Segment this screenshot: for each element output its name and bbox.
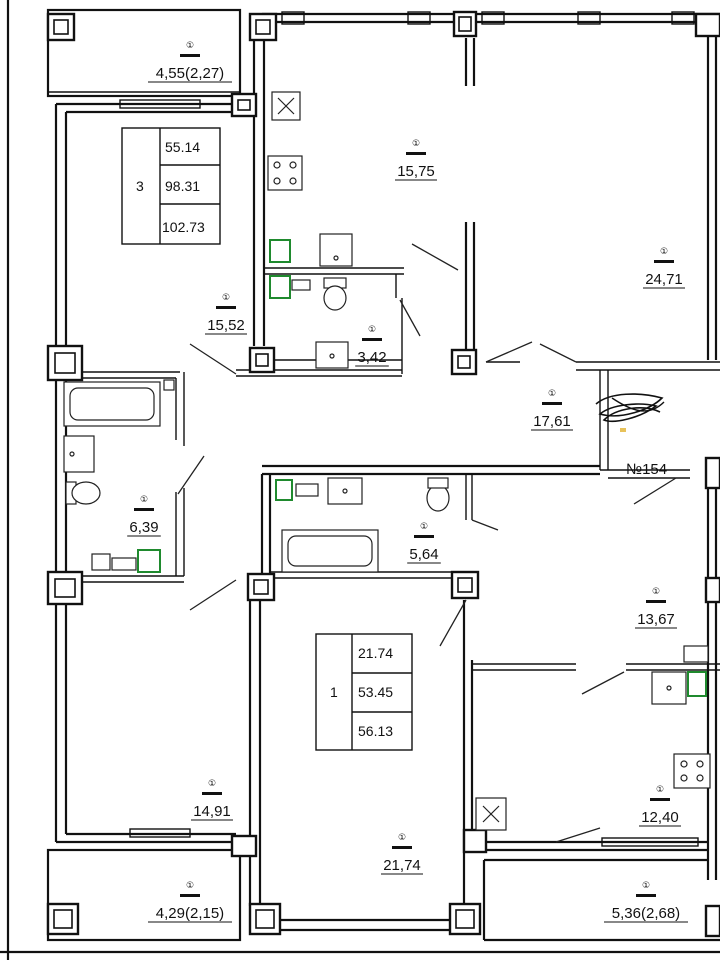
table-area-with-balcony: 102.73 bbox=[162, 219, 205, 235]
room-marker: ① bbox=[398, 832, 406, 842]
room-caption-mark bbox=[362, 338, 382, 341]
room-marker: ① bbox=[368, 324, 376, 334]
bath-center-fixtures bbox=[275, 477, 450, 573]
room-label-balcony-bottom-right: ① 5,36(2,68) bbox=[604, 880, 688, 923]
room-marker: ① bbox=[420, 521, 428, 531]
area-table-1-room: 1 21.74 53.45 56.13 bbox=[315, 633, 413, 751]
room-label-room-bottom-center: ① 21,74 bbox=[381, 832, 423, 875]
stove-icon bbox=[267, 155, 303, 191]
balcony-bottom-left bbox=[46, 848, 242, 942]
room-marker: ① bbox=[222, 292, 230, 302]
room-caption-mark bbox=[542, 402, 562, 405]
room-area: 4,29(2,15) bbox=[156, 905, 224, 922]
boiler-green-icon bbox=[269, 239, 311, 299]
bottom-exterior-wall bbox=[0, 918, 720, 954]
balcony-bottom-right bbox=[482, 858, 720, 942]
room-area: 21,74 bbox=[383, 857, 421, 874]
room-label-hall-right: ① 13,67 bbox=[635, 586, 677, 629]
columns bbox=[46, 10, 720, 938]
room-area: 13,67 bbox=[637, 611, 675, 628]
room-label-bedroom-bottom-left: ① 14,91 bbox=[191, 778, 233, 821]
room-caption-mark bbox=[202, 792, 222, 795]
room-marker: ① bbox=[642, 880, 650, 890]
room-marker: ① bbox=[652, 586, 660, 596]
room-label-living-right: ① 24,71 bbox=[643, 246, 685, 289]
room-area: 5,36(2,68) bbox=[612, 905, 680, 922]
room-caption-mark bbox=[650, 798, 670, 801]
room-area: 17,61 bbox=[533, 413, 571, 430]
table-living-area: 21.74 bbox=[358, 645, 393, 661]
room-label-balcony-top-left: ① 4,55(2,27) bbox=[148, 40, 232, 83]
area-table-3-room: 3 55.14 98.31 102.73 bbox=[121, 127, 221, 245]
apartment-number: №154 bbox=[626, 461, 667, 478]
room-caption-mark bbox=[216, 306, 236, 309]
room-area: 5,64 bbox=[409, 546, 438, 563]
interior-walls bbox=[78, 30, 720, 906]
room-area: 4,55(2,27) bbox=[156, 65, 224, 82]
room-marker: ① bbox=[186, 40, 194, 50]
room-caption-mark bbox=[646, 600, 666, 603]
wc-sink-icon bbox=[315, 341, 349, 369]
room-label-wc-top: ① 3,42 bbox=[355, 324, 389, 367]
washer-left-icon bbox=[91, 549, 161, 573]
toilet-icon bbox=[323, 277, 347, 311]
room-label-bath-left: ① 6,39 bbox=[127, 494, 161, 537]
room-marker: ① bbox=[548, 388, 556, 398]
room-caption-mark bbox=[134, 508, 154, 511]
room-label-hall-center: ① 17,61 bbox=[531, 388, 573, 431]
ventilation-shaft-x-bottom bbox=[475, 797, 507, 831]
yellow-speck bbox=[620, 428, 626, 432]
room-area: 3,42 bbox=[357, 349, 386, 366]
room-label-balcony-bottom-left: ① 4,29(2,15) bbox=[148, 880, 232, 923]
table-rooms-count: 1 bbox=[330, 684, 338, 700]
table-area-with-balcony: 56.13 bbox=[358, 723, 393, 739]
room-labels: ① 4,55(2,27) ① 15,75 ① 24,71 ① 15,52 ① 3,42 ① 17,61… bbox=[127, 40, 688, 923]
room-caption-mark bbox=[654, 260, 674, 263]
room-area: 12,40 bbox=[641, 809, 679, 826]
room-caption-mark bbox=[180, 54, 200, 57]
sink-left-icon bbox=[63, 435, 95, 473]
table-living-area: 55.14 bbox=[165, 139, 200, 155]
ventilation-shaft-x-top bbox=[271, 91, 301, 121]
room-caption-mark bbox=[636, 894, 656, 897]
room-label-bath-center: ① 5,64 bbox=[407, 521, 441, 564]
room-label-kitchen-right: ① 12,40 bbox=[639, 784, 681, 827]
room-marker: ① bbox=[186, 880, 194, 890]
top-exterior-wall bbox=[262, 11, 720, 25]
room-marker: ① bbox=[208, 778, 216, 788]
scribble-mark-icon bbox=[595, 393, 665, 422]
room-caption-mark bbox=[392, 846, 412, 849]
room-label-kitchen-top: ① 15,75 bbox=[395, 138, 437, 181]
balcony-top-left bbox=[46, 8, 242, 98]
room-label-bedroom-left: ① 15,52 bbox=[205, 292, 247, 335]
left-apartment-walls bbox=[54, 99, 240, 844]
room-area: 6,39 bbox=[129, 519, 158, 536]
room-caption-mark bbox=[414, 535, 434, 538]
room-marker: ① bbox=[140, 494, 148, 504]
room-marker: ① bbox=[656, 784, 664, 794]
sink-icon bbox=[319, 233, 353, 267]
room-marker: ① bbox=[412, 138, 420, 148]
toilet-left-icon bbox=[65, 481, 101, 505]
room-area: 15,75 bbox=[397, 163, 435, 180]
table-total-area: 53.45 bbox=[358, 684, 393, 700]
room-area: 14,91 bbox=[193, 803, 231, 820]
room-caption-mark bbox=[406, 152, 426, 155]
room-caption-mark bbox=[180, 894, 200, 897]
room-area: 15,52 bbox=[207, 317, 245, 334]
kitchen-right-fixtures bbox=[651, 645, 711, 789]
table-total-area: 98.31 bbox=[165, 178, 200, 194]
room-area: 24,71 bbox=[645, 271, 683, 288]
bathtub-left-icon bbox=[63, 379, 175, 427]
doors bbox=[177, 243, 677, 843]
room-marker: ① bbox=[660, 246, 668, 256]
table-rooms-count: 3 bbox=[136, 178, 144, 194]
